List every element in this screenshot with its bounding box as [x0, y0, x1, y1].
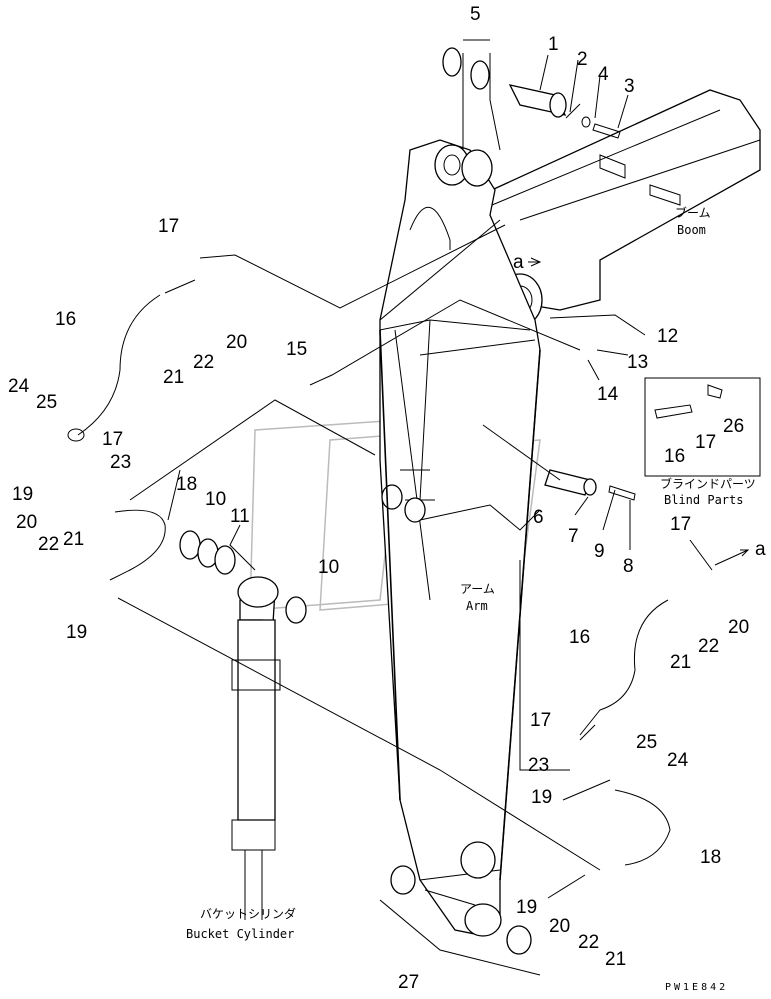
- callout-19b: 19: [66, 622, 87, 643]
- callout-8: 8: [623, 556, 634, 577]
- drawing-code: PW1E842: [665, 982, 728, 993]
- callout-17c: 17: [695, 432, 716, 453]
- callout-22c: 22: [698, 636, 719, 657]
- callout-18b: 18: [700, 847, 721, 868]
- callout-16: 16: [55, 309, 76, 330]
- part-washers-10: [179, 530, 307, 624]
- callout-25: 25: [36, 392, 57, 413]
- callout-25b: 25: [636, 732, 657, 753]
- callout-27: 27: [398, 972, 419, 993]
- callout-1: 1: [548, 34, 559, 55]
- bucket-cylinder: [231, 576, 281, 920]
- callout-12: 12: [657, 326, 678, 347]
- callout-21d: 21: [605, 949, 626, 970]
- callout-14: 14: [597, 384, 619, 405]
- callout-17: 17: [158, 216, 179, 237]
- part-pin-6: [544, 469, 636, 501]
- arrow-a-upper: [528, 257, 542, 267]
- callout-16c: 16: [569, 627, 590, 648]
- callout-19d: 19: [516, 897, 537, 918]
- callout-21: 21: [163, 367, 184, 388]
- callout-3: 3: [624, 76, 635, 97]
- hose-16-upper: [67, 279, 196, 442]
- callout-19c: 19: [531, 787, 552, 808]
- callout-10: 10: [205, 489, 226, 510]
- bucket-label-jp: バケットシリンダ: [200, 906, 296, 921]
- ref-a-right: a: [755, 539, 766, 560]
- callout-16b: 16: [664, 446, 685, 467]
- callout-17e: 17: [530, 710, 551, 731]
- callout-13: 13: [627, 352, 648, 373]
- part-bolt-3: [565, 103, 621, 139]
- callout-18: 18: [176, 474, 197, 495]
- leader-lines: [117, 39, 713, 976]
- boom-label-en: Boom: [677, 223, 706, 237]
- part-shims-5: [442, 47, 490, 90]
- bucket-label-en: Bucket Cylinder: [186, 927, 294, 941]
- callout-21c: 21: [670, 652, 691, 673]
- boom-label-jp: ブーム: [675, 205, 711, 220]
- ref-a-upper: a: [513, 252, 524, 273]
- callout-11: 11: [230, 506, 250, 527]
- callout-22b: 22: [38, 534, 59, 555]
- arm-label-en: Arm: [466, 599, 488, 613]
- callout-22: 22: [193, 352, 214, 373]
- blind-parts-label-jp: ブラインドパーツ: [660, 476, 756, 491]
- hose-18-left: [109, 509, 166, 581]
- callout-20d: 20: [549, 916, 570, 937]
- arrow-a-right: [714, 549, 750, 566]
- callout-26: 26: [723, 416, 744, 437]
- callout-9: 9: [594, 541, 605, 562]
- callout-10b: 10: [318, 557, 339, 578]
- callout-7: 7: [568, 526, 579, 547]
- callout-17d: 17: [670, 514, 691, 535]
- part-orings-27: [390, 865, 532, 955]
- callout-24: 24: [8, 376, 30, 397]
- callout-4: 4: [598, 64, 609, 85]
- callout-21b: 21: [63, 529, 84, 550]
- callout-20c: 20: [728, 617, 749, 638]
- callout-23: 23: [110, 452, 131, 473]
- callout-20b: 20: [16, 512, 37, 533]
- callout-23b: 23: [528, 755, 549, 776]
- callout-20: 20: [226, 332, 247, 353]
- callout-19: 19: [12, 484, 33, 505]
- blind-parts-label-en: Blind Parts: [664, 493, 743, 507]
- hose-18-right: [614, 789, 671, 866]
- callout-5: 5: [470, 4, 481, 25]
- callout-22d: 22: [578, 932, 599, 953]
- callout-17b: 17: [102, 429, 123, 450]
- callout-2: 2: [577, 49, 588, 70]
- callout-15: 15: [286, 339, 307, 360]
- part-pin-1: [508, 84, 567, 118]
- arm-label-jp: アーム: [460, 582, 495, 596]
- hose-16-right: [579, 599, 669, 736]
- blind-parts-box: [644, 377, 761, 477]
- callout-6: 6: [533, 507, 544, 528]
- callout-24b: 24: [667, 750, 689, 771]
